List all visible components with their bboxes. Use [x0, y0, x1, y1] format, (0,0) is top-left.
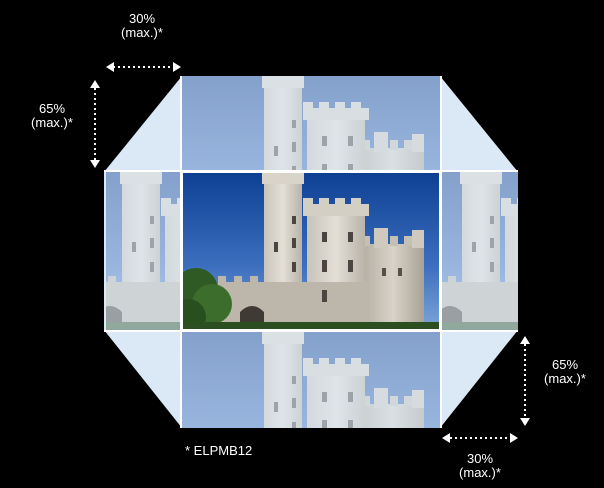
top-horizontal-arrow	[106, 62, 181, 72]
right-vertical-note: (max.)*	[544, 371, 586, 386]
model-footnote: * ELPMB12	[185, 443, 253, 458]
top-horizontal-label: 30% (max.)*	[112, 12, 172, 40]
left-vertical-value: 65%	[38, 101, 66, 116]
right-vertical-arrow	[520, 336, 530, 426]
right-vertical-value: 65%	[551, 357, 579, 372]
left-vertical-arrow	[90, 80, 100, 168]
left-vertical-note: (max.)*	[31, 115, 73, 130]
bottom-horizontal-value: 30%	[466, 451, 494, 466]
center-projected-image	[182, 172, 440, 330]
top-horizontal-value: 30%	[128, 11, 156, 26]
left-vertical-label: 65% (max.)*	[22, 102, 82, 130]
bottom-horizontal-note: (max.)*	[459, 465, 501, 480]
bottom-horizontal-label: 30% (max.)*	[450, 452, 510, 480]
bottom-shift-preview	[182, 332, 440, 428]
right-vertical-label: 65% (max.)*	[534, 358, 596, 386]
top-horizontal-note: (max.)*	[121, 25, 163, 40]
bottom-horizontal-arrow	[442, 433, 518, 443]
